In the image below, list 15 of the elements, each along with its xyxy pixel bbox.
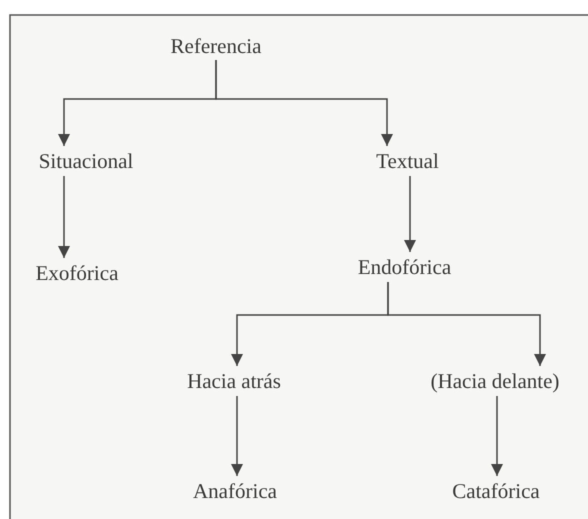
term-label: (Hacia delante) — [430, 368, 560, 394]
term-label: Endofórica — [358, 254, 452, 280]
term-label: Hacia atrás — [187, 368, 281, 394]
term-label: Anafórica — [193, 478, 277, 504]
arrow — [58, 176, 70, 258]
term-label: Exofórica — [36, 260, 118, 286]
term-label: Referencia — [170, 34, 262, 58]
arrow — [404, 176, 416, 252]
arrow — [231, 396, 243, 476]
arrow — [387, 282, 546, 366]
arrow — [215, 60, 393, 146]
term-label: Textual — [376, 148, 439, 174]
term-label: Situacional — [38, 148, 134, 174]
arrow — [491, 396, 503, 476]
term-label: Catafórica — [452, 478, 540, 504]
